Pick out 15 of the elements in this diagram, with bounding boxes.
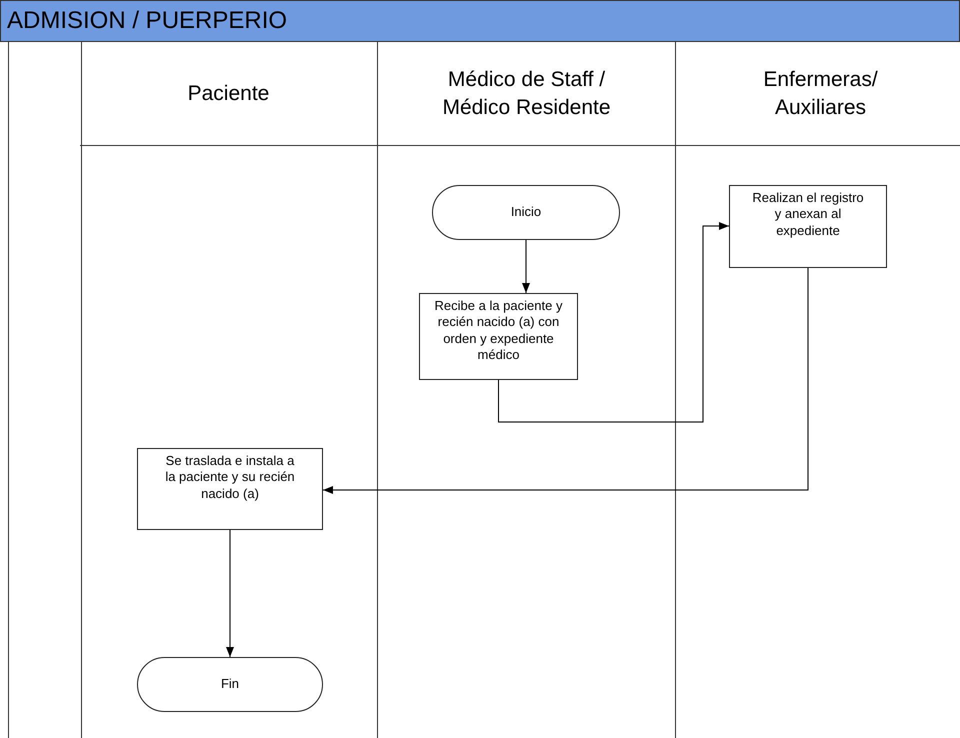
title: ADMISION / PUERPERIO xyxy=(6,7,288,35)
lane-header: Enfermeras/ Auxiliares xyxy=(676,42,960,146)
arrow xyxy=(322,268,808,494)
terminator-shape: Fin xyxy=(137,657,323,712)
swimlane xyxy=(378,42,676,738)
arrow xyxy=(522,240,530,294)
arrow xyxy=(498,222,730,422)
process-box: Realizan el registro y anexan al expediente xyxy=(729,185,887,268)
terminator-shape: Inicio xyxy=(432,185,620,240)
arrow xyxy=(226,530,234,658)
process-box: Se traslada e instala a la paciente y su recién nacido (a) xyxy=(137,448,323,530)
process-box: Recibe a la paciente y recién nacido (a) con orden y expediente médico xyxy=(419,293,578,380)
lane-header: Médico de Staff / Médico Residente xyxy=(378,42,675,146)
swimlane xyxy=(80,42,378,738)
lane-header: Paciente xyxy=(80,42,377,146)
